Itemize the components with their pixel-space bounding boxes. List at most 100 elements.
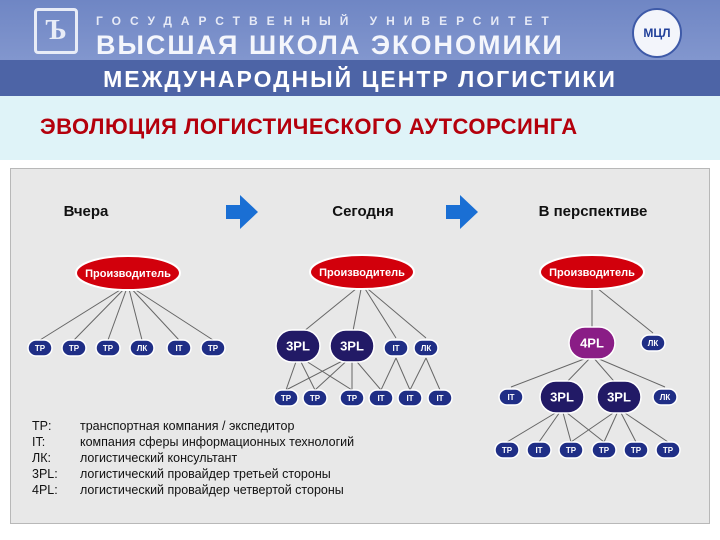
- transition-arrow: [226, 195, 258, 229]
- provider-node: [273, 389, 299, 407]
- provider-node-label: ЛК: [421, 344, 432, 353]
- university-line-2: ВЫСШАЯ ШКОЛА ЭКОНОМИКИ: [96, 30, 564, 60]
- provider-node-label: TP: [347, 394, 358, 403]
- pl-node: [539, 380, 585, 414]
- center-seal: МЦЛ: [632, 8, 682, 58]
- producer-label: Производитель: [319, 267, 405, 279]
- provider-node-label: ЛК: [648, 339, 659, 348]
- center-band: [0, 60, 720, 96]
- provider-node: [498, 388, 524, 406]
- connector-line: [591, 283, 654, 334]
- connector-line: [361, 283, 397, 339]
- pl-node: [568, 326, 616, 360]
- legend-key: 4PL:: [32, 483, 58, 497]
- connector-line: [425, 357, 441, 391]
- provider-node-label: IT: [436, 394, 443, 403]
- producer-label: Производитель: [85, 268, 171, 280]
- pl-node-label: 3PL: [550, 390, 574, 405]
- column-heading: Сегодня: [332, 203, 394, 220]
- provider-node-label: TP: [310, 394, 321, 403]
- provider-node: [397, 389, 423, 407]
- provider-node: [640, 334, 666, 352]
- connector-line: [127, 284, 143, 341]
- university-line-1: ГОСУДАРСТВЕННЫЙ УНИВЕРСИТЕТ: [96, 14, 558, 28]
- provider-node: [129, 339, 155, 357]
- provider-node-label: IT: [535, 446, 542, 455]
- connector-line: [618, 408, 669, 443]
- legend-text: логистический провайдер четвертой сторон…: [80, 483, 344, 497]
- provider-node-label: TP: [502, 446, 513, 455]
- pl-node: [329, 329, 375, 363]
- provider-node-label: IT: [377, 394, 384, 403]
- legend-text: транспортная компания / экспедитор: [80, 419, 294, 433]
- connector-line: [618, 408, 637, 443]
- legend-key: TP:: [32, 419, 51, 433]
- provider-node: [302, 389, 328, 407]
- provider-node-label: TP: [663, 446, 674, 455]
- connector-line: [107, 284, 129, 341]
- provider-node: [166, 339, 192, 357]
- connector-line: [395, 357, 411, 391]
- provider-node-label: TP: [631, 446, 642, 455]
- slide-title: ЭВОЛЮЦИЯ ЛОГИСТИЧЕСКОГО АУТСОРСИНГА: [40, 114, 578, 139]
- provider-node: [27, 339, 53, 357]
- connector-line: [361, 283, 427, 339]
- provider-node: [494, 441, 520, 459]
- provider-node: [655, 441, 681, 459]
- provider-node-label: IT: [406, 394, 413, 403]
- provider-node-label: ЛК: [137, 344, 148, 353]
- legend-text: логистический консультант: [80, 451, 237, 465]
- pl-node: [596, 380, 642, 414]
- connector-line: [506, 408, 563, 443]
- provider-node: [339, 389, 365, 407]
- provider-node: [61, 339, 87, 357]
- connector-line: [510, 355, 593, 388]
- legend-key: IT:: [32, 435, 45, 449]
- connector-line: [570, 408, 620, 443]
- provider-node: [623, 441, 649, 459]
- center-name: МЕЖДУНАРОДНЫЙ ЦЕНТР ЛОГИСТИКИ: [103, 66, 617, 92]
- provider-node-label: TP: [35, 344, 46, 353]
- producer-node: [539, 254, 645, 290]
- transition-arrow: [446, 195, 478, 229]
- connector-line: [561, 408, 605, 443]
- provider-node-label: TP: [103, 344, 114, 353]
- legend-text: логистический провайдер третьей стороны: [80, 467, 331, 481]
- connector-line: [127, 284, 214, 341]
- connector-line: [127, 284, 180, 341]
- connector-line: [39, 284, 129, 341]
- provider-node: [591, 441, 617, 459]
- university-logo: Ъ: [34, 8, 78, 54]
- provider-node: [95, 339, 121, 357]
- column-heading: Вчера: [64, 203, 109, 220]
- connector-line: [73, 284, 129, 341]
- connector-line: [591, 355, 666, 388]
- provider-node-label: IT: [507, 393, 514, 402]
- provider-node: [368, 389, 394, 407]
- connector-line: [538, 408, 563, 443]
- provider-node: [652, 388, 678, 406]
- connector-line: [380, 357, 397, 391]
- seal-label: МЦЛ: [643, 26, 671, 40]
- pl-node-label: 3PL: [286, 339, 310, 354]
- provider-node-label: IT: [175, 344, 182, 353]
- producer-node: [309, 254, 415, 290]
- pl-node-label: 3PL: [607, 390, 631, 405]
- connector-line: [351, 283, 363, 337]
- producer-node: [75, 255, 181, 291]
- legend-text: компания сферы информационных технологий: [80, 435, 354, 449]
- provider-node-label: TP: [208, 344, 219, 353]
- connector-line: [603, 408, 620, 443]
- pl-node: [275, 329, 321, 363]
- provider-node: [413, 339, 439, 357]
- connector-line: [561, 408, 572, 443]
- pl-node-label: 3PL: [340, 339, 364, 354]
- provider-node: [526, 441, 552, 459]
- provider-node: [200, 339, 226, 357]
- provider-node-label: TP: [599, 446, 610, 455]
- provider-node-label: ЛК: [660, 393, 671, 402]
- title-band: [0, 96, 720, 160]
- connector-line: [409, 357, 427, 391]
- provider-node: [427, 389, 453, 407]
